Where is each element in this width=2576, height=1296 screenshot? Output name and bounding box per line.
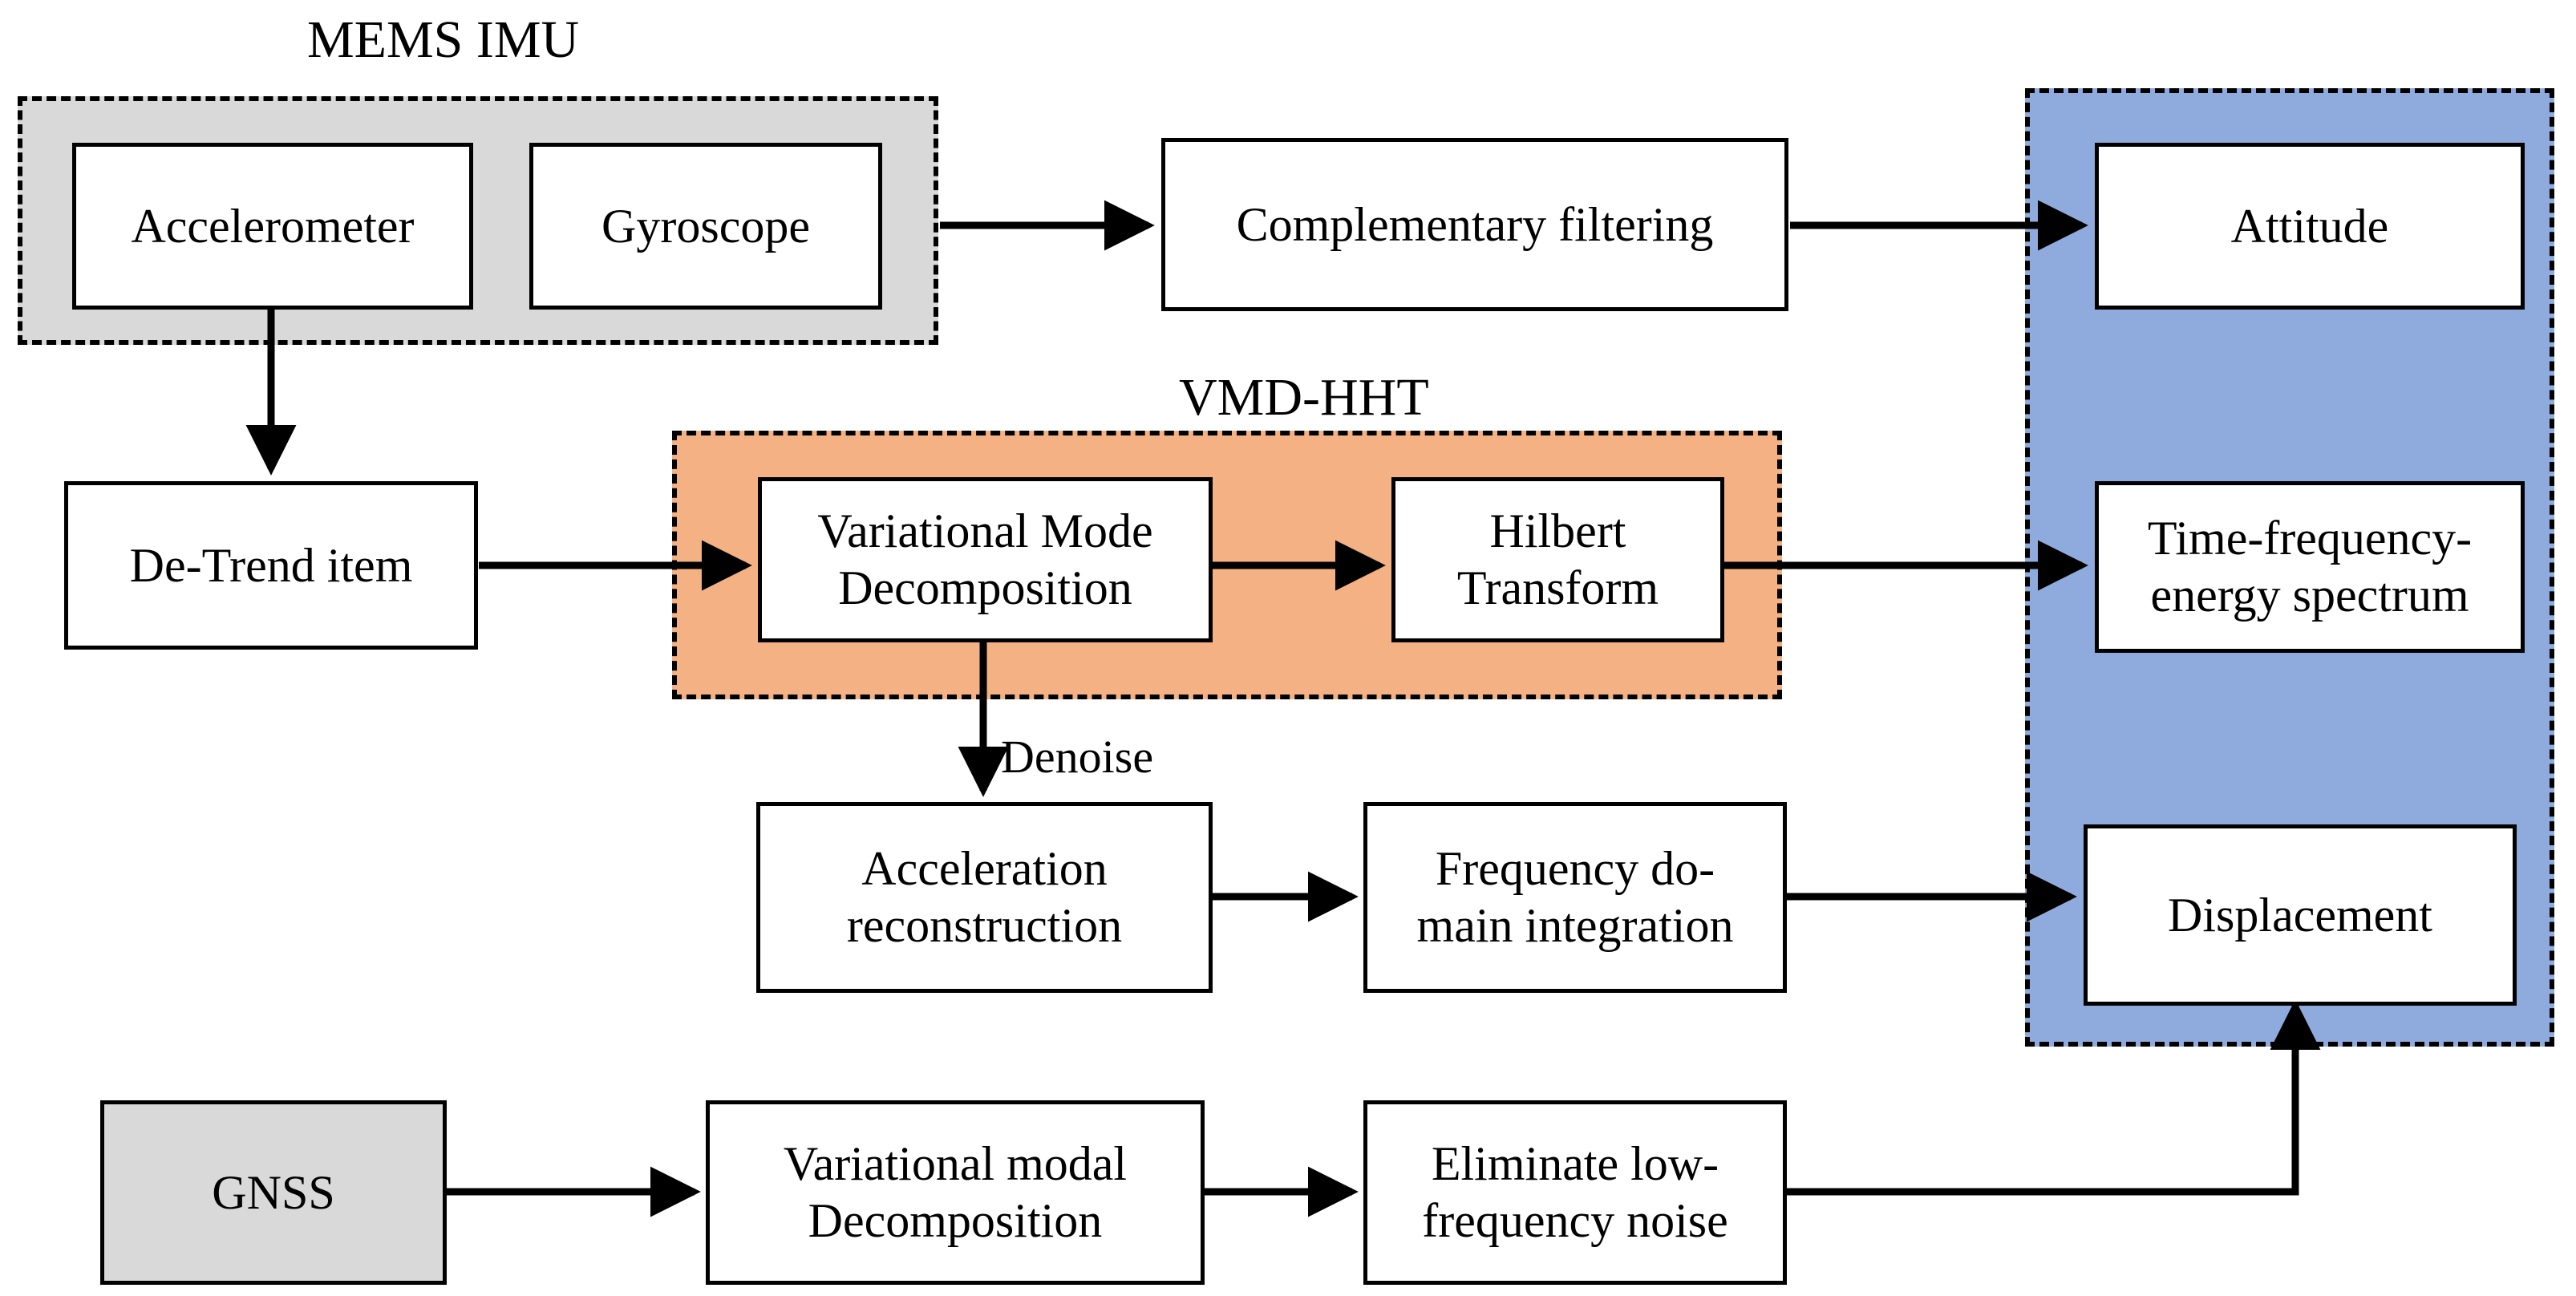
node-variational-mode-decomposition[interactable]: Variational Mode Decomposition xyxy=(758,477,1213,642)
node-attitude[interactable]: Attitude xyxy=(2095,143,2525,310)
node-frequency-domain-integration[interactable]: Frequency do- main integration xyxy=(1363,802,1787,993)
node-gyroscope[interactable]: Gyroscope xyxy=(529,143,882,310)
node-variational-modal-decomposition[interactable]: Variational modal Decomposition xyxy=(706,1100,1205,1285)
group-label-mems-imu: MEMS IMU xyxy=(307,10,580,69)
edge-label-denoise: Denoise xyxy=(1001,731,1154,783)
edge-eliminate-low-frequency-noise-to-displacement xyxy=(1787,999,2321,1196)
node-displacement[interactable]: Displacement xyxy=(2084,824,2517,1006)
node-time-frequency-energy-spectrum[interactable]: Time-frequency- energy spectrum xyxy=(2095,481,2525,653)
node-accelerometer[interactable]: Accelerometer xyxy=(72,143,473,310)
node-gnss[interactable]: GNSS xyxy=(100,1100,447,1285)
node-acceleration-reconstruction[interactable]: Acceleration reconstruction xyxy=(756,802,1213,993)
node-de-trend-item[interactable]: De-Trend item xyxy=(64,481,478,650)
group-label-vmd-hht: VMD-HHT xyxy=(1179,368,1429,427)
node-hilbert-transform[interactable]: Hilbert Transform xyxy=(1391,477,1724,642)
node-eliminate-low-frequency-noise[interactable]: Eliminate low- frequency noise xyxy=(1363,1100,1787,1285)
node-complementary-filtering[interactable]: Complementary filtering xyxy=(1161,138,1788,311)
